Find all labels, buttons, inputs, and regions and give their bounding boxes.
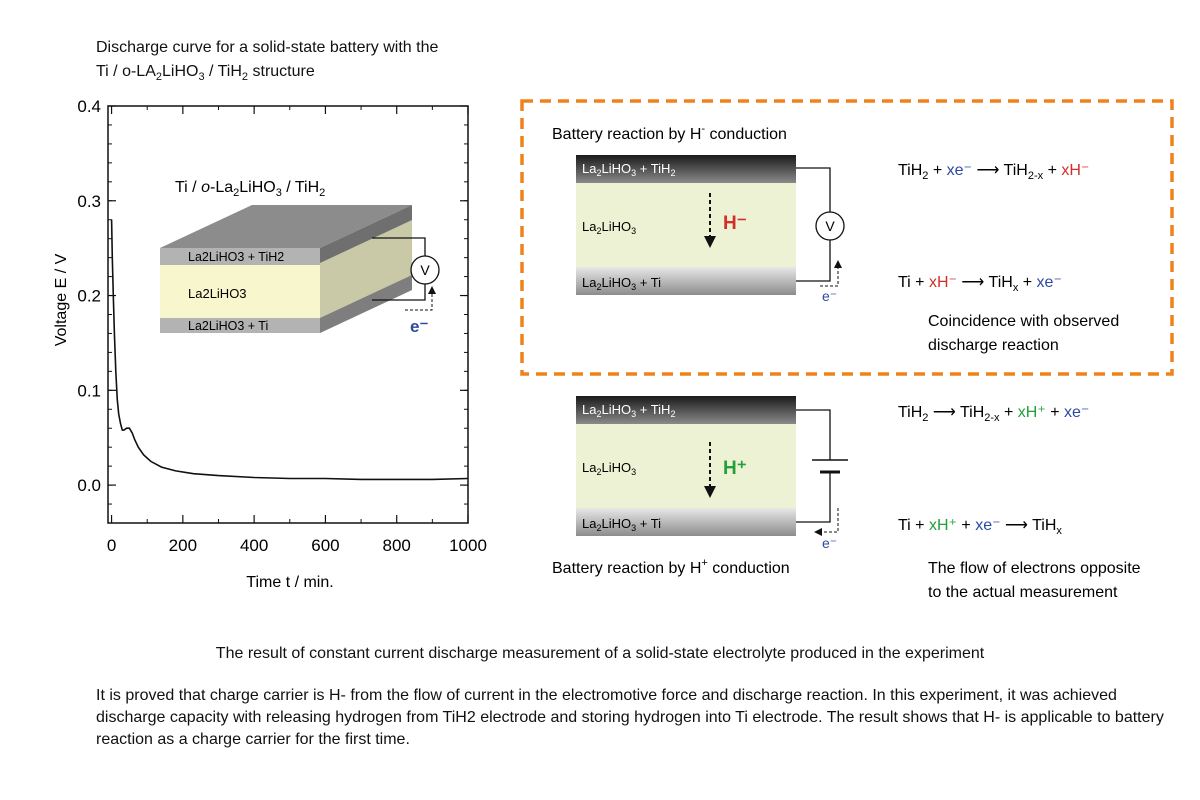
h-plus-electron-arrow-icon xyxy=(814,528,822,536)
inset-layer-mid xyxy=(160,265,320,318)
axis-ticks xyxy=(108,105,469,523)
h-minus-label-bot: La2LiHO3 + Ti xyxy=(582,275,661,292)
h-plus-layer-top xyxy=(576,396,796,424)
h-plus-label-bot: La2LiHO3 + Ti xyxy=(582,516,661,533)
h-minus-eq2: Ti + xH⁻ ⟶ TiHx + xe⁻ xyxy=(898,274,1062,294)
h-minus-electron-arrow-icon xyxy=(834,260,842,268)
h-minus-ion-label: H⁻ xyxy=(723,213,747,234)
h-minus-label-mid: La2LiHO3 xyxy=(582,219,636,236)
h-minus-layer-mid xyxy=(576,183,796,267)
inset-layer-top xyxy=(160,248,320,265)
svg-text:V: V xyxy=(825,218,835,234)
h-plus-ion-label: H⁺ xyxy=(723,458,747,479)
h-plus-note-line1: The flow of electrons opposite xyxy=(928,560,1141,577)
chart-title: Discharge curve for a solid-state batter… xyxy=(96,36,438,89)
svg-text:V: V xyxy=(420,262,430,278)
x-tick-label: 600 xyxy=(311,536,339,555)
figure-canvas: 0 200 400 600 800 1000 0.0 0.1 0.2 0.3 0.4 Time t… xyxy=(53,97,1174,601)
x-tick-label: 1000 xyxy=(449,536,487,555)
chart-title-line2: Ti / o-LA2LiHO3 / TiH2 structure xyxy=(96,63,315,84)
chart-title-line1: Discharge curve for a solid-state batter… xyxy=(96,39,439,56)
h-minus-layer-top xyxy=(576,155,796,183)
figure-caption: The result of constant current discharge… xyxy=(215,645,985,662)
h-minus-layer-bot xyxy=(576,267,796,295)
h-plus-title: Battery reaction by H+ conduction xyxy=(552,557,790,577)
y-tick-label: 0.4 xyxy=(77,97,101,116)
x-axis-label: Time t / min. xyxy=(246,574,333,591)
y-tick-labels: 0.0 0.1 0.2 0.3 0.4 xyxy=(77,97,101,495)
figure-paragraph: It is proved that charge carrier is H- f… xyxy=(96,687,1164,748)
x-tick-label: 400 xyxy=(240,536,268,555)
h-minus-panel: Battery reaction by H- conduction La2LiH… xyxy=(520,99,1174,376)
x-tick-label: 0 xyxy=(107,536,116,555)
h-minus-eq1: TiH2 + xe⁻ ⟶ TiH2-x + xH⁻ xyxy=(898,162,1089,182)
h-plus-eq2: Ti + xH⁺ + xe⁻ ⟶ TiHx xyxy=(898,517,1062,537)
y-tick-label: 0.3 xyxy=(77,192,101,211)
x-tick-label: 200 xyxy=(169,536,197,555)
inset-battery-diagram: Ti / o-La2LiHO3 / TiH2 La2LiHO3 + TiH2 L… xyxy=(160,179,440,336)
y-tick-label: 0.0 xyxy=(77,476,101,495)
h-plus-layer-mid xyxy=(576,424,796,508)
inset-side-face xyxy=(320,205,412,333)
h-plus-note-line2: to the actual measurement xyxy=(928,584,1118,601)
h-plus-label-mid: La2LiHO3 xyxy=(582,460,636,477)
y-axis-label: Voltage E / V xyxy=(53,253,70,346)
inset-layer-bot xyxy=(160,318,320,333)
inset-title: Ti / o-La2LiHO3 / TiH2 xyxy=(175,179,325,199)
h-minus-label-top: La2LiHO3 + TiH2 xyxy=(582,161,675,178)
h-minus-voltmeter-icon xyxy=(815,211,845,241)
h-minus-note-line2: discharge reaction xyxy=(928,337,1059,354)
inset-top-face xyxy=(160,205,412,248)
inset-label-mid: La2LiHO3 xyxy=(188,286,247,301)
x-tick-label: 800 xyxy=(383,536,411,555)
inset-voltmeter-icon xyxy=(410,255,440,285)
h-minus-note-line1: Coincidence with observed xyxy=(928,313,1119,330)
inset-label-bot: La2LiHO3 + Ti xyxy=(188,319,268,333)
h-minus-electron-label: e⁻ xyxy=(822,288,837,304)
y-tick-label: 0.1 xyxy=(77,381,101,400)
h-minus-panel-border xyxy=(520,99,1174,376)
inset-electron-arrow-icon xyxy=(428,286,436,294)
h-plus-electron-label: e⁻ xyxy=(822,535,837,551)
discharge-chart: 0 200 400 600 800 1000 0.0 0.1 0.2 0.3 0.4 Time t… xyxy=(53,97,487,591)
h-plus-label-top: La2LiHO3 + TiH2 xyxy=(582,402,675,419)
inset-electron-label: e⁻ xyxy=(410,317,428,336)
h-minus-title: Battery reaction by H- conduction xyxy=(552,123,787,143)
h-plus-layer-bot xyxy=(576,508,796,536)
y-tick-label: 0.2 xyxy=(77,287,101,306)
h-plus-eq1: TiH2 ⟶ TiH2-x + xH⁺ + xe⁻ xyxy=(898,404,1089,424)
discharge-curve xyxy=(110,219,469,481)
h-plus-panel: La2LiHO3 + TiH2 La2LiHO3 La2LiHO3 + Ti H… xyxy=(552,396,1141,601)
inset-label-top: La2LiHO3 + TiH2 xyxy=(188,250,284,264)
x-tick-labels: 0 200 400 600 800 1000 xyxy=(107,536,487,555)
